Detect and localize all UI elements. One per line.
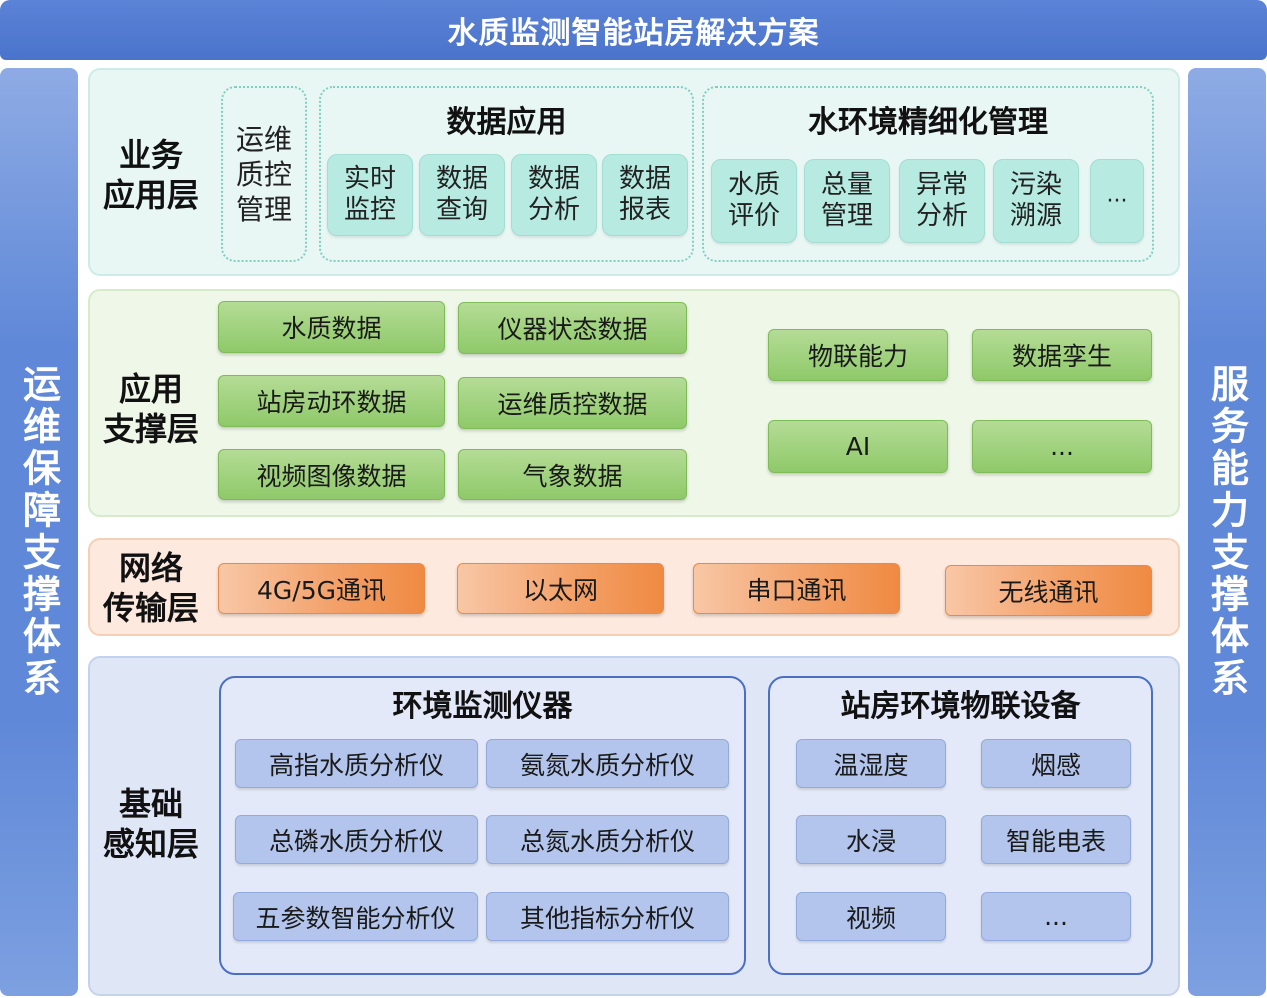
ops-qc-frame xyxy=(221,86,307,262)
data-report-box: 数据 报表 xyxy=(602,154,688,236)
instrument-status-box: 仪器状态数据 xyxy=(458,302,687,354)
4g5g-box: 4G/5G通讯 xyxy=(218,563,425,614)
ammonia-analyzer-box: 氨氮水质分析仪 xyxy=(486,739,729,788)
iot-devices-title: 站房环境物联设备 xyxy=(840,689,1081,724)
ops-qc-data-box: 运维质控数据 xyxy=(458,377,687,429)
digital-twin-box: 数据孪生 xyxy=(972,329,1152,381)
total-mgmt-box: 总量 管理 xyxy=(804,159,890,243)
video-box: 视频 xyxy=(796,892,946,941)
data-app-title: 数据应用 xyxy=(446,105,567,140)
nitrogen-analyzer-box: 总氮水质分析仪 xyxy=(486,815,729,864)
ethernet-box: 以太网 xyxy=(457,563,664,614)
five-param-analyzer-box: 五参数智能分析仪 xyxy=(233,892,478,941)
anomaly-analysis-box: 异常 分析 xyxy=(899,159,985,243)
water-data-box: 水质数据 xyxy=(218,301,445,353)
water-env-title: 水环境精细化管理 xyxy=(808,105,1048,140)
wireless-comm-box: 无线通讯 xyxy=(945,565,1152,616)
iot-more-box: ... xyxy=(981,892,1131,941)
smoke-sensor-box: 烟感 xyxy=(981,739,1131,788)
instruments-title: 环境监测仪器 xyxy=(392,689,573,724)
ops-qc-label: 运维 质控 管理 xyxy=(235,122,292,226)
support-more-box: ... xyxy=(972,420,1152,473)
realtime-monitor-box: 实时 监控 xyxy=(327,154,413,236)
left-side-bar: 运维保障支撑体系 xyxy=(0,68,78,996)
station-env-data-box: 站房动环数据 xyxy=(218,375,445,427)
support-layer-label: 应用 支撑层 xyxy=(102,370,199,448)
more-box: ··· xyxy=(1090,159,1144,243)
network-layer-label: 网络 传输层 xyxy=(102,549,199,627)
temp-humidity-box: 温湿度 xyxy=(796,739,946,788)
business-layer-label: 业务 应用层 xyxy=(102,136,199,214)
data-query-box: 数据 查询 xyxy=(419,154,505,236)
water-env-frame xyxy=(702,86,1154,262)
serial-comm-box: 串口通讯 xyxy=(693,563,900,614)
cod-analyzer-box: 高指水质分析仪 xyxy=(235,739,478,788)
iot-capability-box: 物联能力 xyxy=(768,329,948,381)
ai-box: AI xyxy=(768,420,948,473)
smart-meter-box: 智能电表 xyxy=(981,815,1131,864)
weather-data-box: 气象数据 xyxy=(458,449,687,500)
video-image-data-box: 视频图像数据 xyxy=(218,449,445,500)
diagram-title: 水质监测智能站房解决方案 xyxy=(0,0,1267,60)
data-analysis-box: 数据 分析 xyxy=(511,154,597,236)
phosphorus-analyzer-box: 总磷水质分析仪 xyxy=(235,815,478,864)
water-leak-box: 水浸 xyxy=(796,815,946,864)
water-quality-eval-box: 水质 评价 xyxy=(711,159,797,243)
pollution-trace-box: 污染 溯源 xyxy=(993,159,1079,243)
data-app-frame xyxy=(319,86,694,262)
other-analyzer-box: 其他指标分析仪 xyxy=(486,892,729,941)
right-side-bar: 服务能力支撑体系 xyxy=(1188,68,1266,996)
base-layer-label: 基础 感知层 xyxy=(102,785,199,863)
